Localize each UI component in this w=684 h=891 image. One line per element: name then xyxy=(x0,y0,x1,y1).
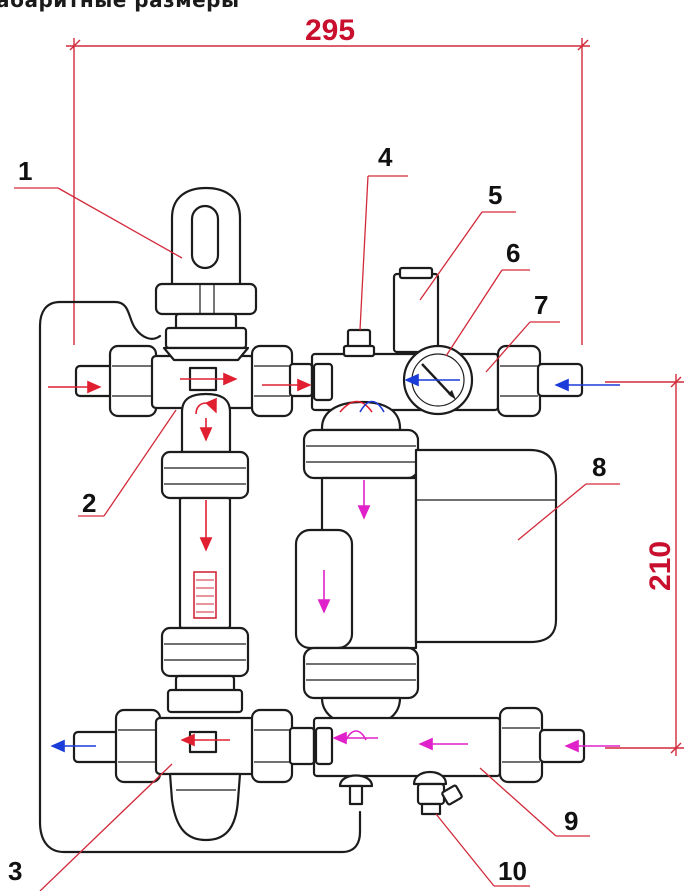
lower-return-manifold xyxy=(72,706,586,842)
mounting-bracket xyxy=(38,300,362,854)
callout-7: 7 xyxy=(485,290,560,373)
callout-6: 6 xyxy=(445,238,530,357)
callout-label-2: 2 xyxy=(82,488,96,518)
callout-label-7: 7 xyxy=(534,290,548,320)
callout-3: 3 xyxy=(8,763,173,891)
callout-8: 8 xyxy=(517,452,620,541)
callout-label-3: 3 xyxy=(8,856,22,886)
drain-fittings xyxy=(338,770,463,816)
callout-2: 2 xyxy=(78,409,177,518)
callout-label-10: 10 xyxy=(498,856,527,886)
circulation-pump xyxy=(294,400,558,728)
callout-4: 4 xyxy=(359,142,408,331)
thermostatic-head xyxy=(154,186,258,362)
dimension-height: 210 xyxy=(605,374,684,756)
air-vent xyxy=(392,266,440,354)
callout-5: 5 xyxy=(419,180,516,301)
height-dimension-label: 210 xyxy=(644,541,677,591)
callout-label-1: 1 xyxy=(18,156,32,186)
callout-label-4: 4 xyxy=(378,142,393,172)
flow-arrows xyxy=(48,372,620,753)
callout-10: 10 xyxy=(435,813,530,887)
drawing-title: абаритные размеры xyxy=(0,0,240,12)
callout-label-8: 8 xyxy=(592,452,606,482)
flow-meter-column xyxy=(160,392,250,714)
callout-1: 1 xyxy=(14,156,183,259)
callout-label-9: 9 xyxy=(564,806,578,836)
callout-9: 9 xyxy=(479,767,590,837)
sensor-port xyxy=(342,328,376,358)
callout-label-6: 6 xyxy=(506,238,520,268)
width-dimension-label: 295 xyxy=(305,14,355,47)
callout-label-5: 5 xyxy=(488,180,502,210)
upper-supply-manifold xyxy=(74,344,584,418)
dimension-width: 295 xyxy=(66,14,590,345)
